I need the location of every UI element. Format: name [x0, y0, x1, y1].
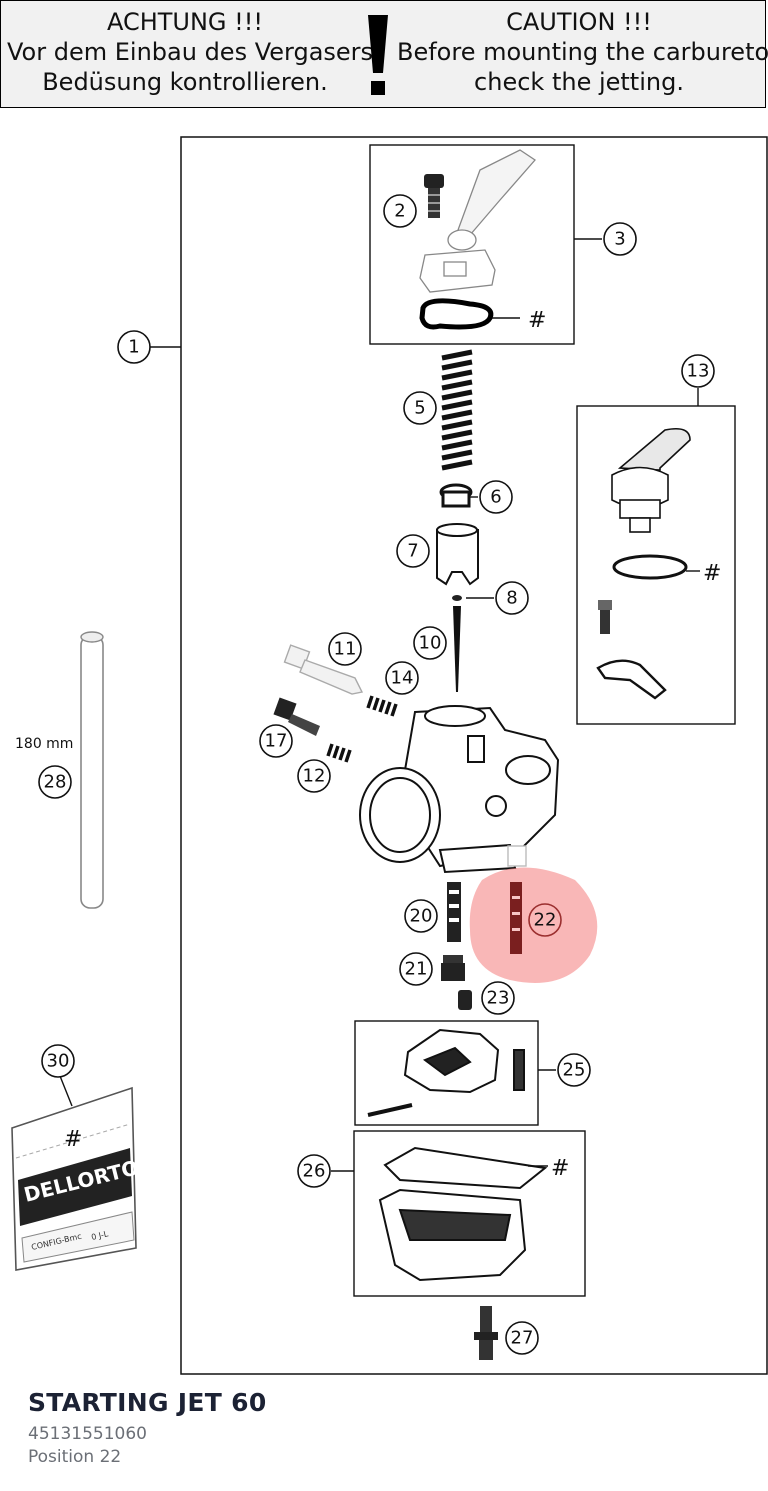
callout-number: 30 — [47, 1051, 70, 1072]
warning-english-line: check the jetting. — [474, 68, 684, 96]
callout-27[interactable]: 27 — [505, 1321, 539, 1355]
callout-number: 28 — [44, 772, 67, 793]
small-screw-drawing — [598, 600, 612, 634]
warning-german-line: ACHTUNG !!! — [106, 8, 264, 36]
choke-part-13 — [611, 427, 691, 533]
callout-6[interactable]: 6 — [479, 480, 513, 514]
warning-german-line: Bedüsung kontrollieren. — [42, 68, 328, 96]
part-name: STARTING JET 60 — [28, 1388, 267, 1417]
callout-number: 13 — [687, 361, 710, 382]
drain-screw-part-27 — [474, 1306, 498, 1360]
callout-22[interactable]: 22 — [528, 903, 562, 937]
box-part-26 — [353, 1130, 586, 1297]
box-part-3 — [369, 144, 575, 345]
callout-5[interactable]: 5 — [403, 391, 437, 425]
bag-code-text: 0 J-L — [90, 1229, 109, 1242]
carburetor-body-drawing — [359, 705, 560, 874]
choke-gasket-drawing — [612, 554, 688, 580]
spring-part-5 — [441, 349, 473, 471]
callout-number: 3 — [614, 229, 625, 250]
callout-23[interactable]: 23 — [481, 981, 515, 1015]
starting-jet-part-22 — [510, 882, 522, 954]
callout-3[interactable]: 3 — [603, 222, 637, 256]
callout-7[interactable]: 7 — [396, 534, 430, 568]
exploded-parts-diagram: 180 mm DELLORTO CONFIG-Bmc 0 J-L # # # #… — [11, 136, 768, 1375]
hash-mark: # — [528, 308, 546, 333]
jet-holder-drawing — [507, 845, 527, 867]
retainer-part-6 — [439, 483, 473, 508]
choke-fitting-drawing — [419, 149, 536, 293]
callout-number: 17 — [265, 731, 288, 752]
warning-english: CAUTION !!! Before mounting the carburet… — [397, 7, 768, 97]
callout-number: 21 — [405, 959, 428, 980]
screw-part-2 — [424, 174, 444, 218]
callout-number: 27 — [511, 1328, 534, 1349]
slide-part-7 — [436, 523, 479, 586]
assembly-frame — [180, 136, 768, 1375]
callout-12[interactable]: 12 — [297, 759, 331, 793]
jet-part-21 — [441, 955, 465, 981]
leader-lines — [150, 238, 699, 599]
callout-number: 20 — [410, 906, 433, 927]
callout-28[interactable]: 28 — [38, 765, 72, 799]
part-info-panel: STARTING JET 60 45131551060 Position 22 — [28, 1388, 267, 1469]
callout-8[interactable]: 8 — [495, 581, 529, 615]
warning-german: ACHTUNG !!! Vor dem Einbau des Vergasers… — [7, 7, 381, 97]
choke-bracket-drawing — [596, 659, 667, 700]
warning-english-line: Before mounting the carburetor, — [397, 38, 768, 66]
hash-mark: # — [551, 1156, 569, 1181]
callout-30[interactable]: 30 — [41, 1044, 75, 1078]
callout-13[interactable]: 13 — [681, 354, 715, 388]
hash-mark: # — [64, 1127, 82, 1152]
callout-17[interactable]: 17 — [259, 724, 293, 758]
callout-number: 25 — [563, 1060, 586, 1081]
jet-part-23 — [458, 990, 472, 1010]
warning-banner: ACHTUNG !!! Vor dem Einbau des Vergasers… — [0, 0, 768, 108]
callout-20[interactable]: 20 — [404, 899, 438, 933]
callout-2[interactable]: 2 — [383, 194, 417, 228]
highlight-part-22 — [469, 867, 598, 983]
box-part-13 — [576, 405, 736, 725]
callout-number: 12 — [303, 766, 326, 787]
float-part-25 — [367, 1028, 525, 1117]
o-ring-drawing — [419, 298, 494, 330]
callout-number: 6 — [490, 487, 501, 508]
callout-number: 1 — [128, 337, 139, 358]
spring-part-12 — [326, 743, 352, 763]
box-part-25 — [354, 1020, 539, 1126]
warning-english-line: CAUTION !!! — [506, 8, 652, 36]
exclamation-icon — [368, 15, 388, 95]
callout-number: 14 — [391, 668, 414, 689]
callout-11[interactable]: 11 — [328, 632, 362, 666]
warning-german-line: Vor dem Einbau des Vergasers, — [7, 38, 381, 66]
float-bowl-part-26 — [378, 1146, 548, 1282]
callout-number: 5 — [414, 398, 425, 419]
needle-part-10 — [453, 606, 461, 692]
callout-number: 8 — [506, 588, 517, 609]
callout-14[interactable]: 14 — [385, 661, 419, 695]
clip-part-8 — [452, 595, 462, 601]
callout-number: 11 — [334, 639, 357, 660]
callout-number: 2 — [394, 201, 405, 222]
callout-26[interactable]: 26 — [297, 1154, 331, 1188]
callout-25[interactable]: 25 — [557, 1053, 591, 1087]
callout-number: 7 — [407, 541, 418, 562]
jet-kit-bag-part-30: DELLORTO CONFIG-Bmc 0 J-L — [11, 1086, 141, 1271]
tube-length-label: 180 mm — [15, 736, 73, 752]
tube-part-20 — [447, 882, 461, 942]
screw-part-17 — [273, 697, 320, 736]
hash-mark: # — [703, 561, 721, 586]
callout-number: 23 — [487, 988, 510, 1009]
part-number: 45131551060 — [28, 1424, 147, 1444]
callout-number: 26 — [303, 1161, 326, 1182]
callout-number: 22 — [534, 910, 557, 931]
callout-10[interactable]: 10 — [413, 626, 447, 660]
spring-part-14 — [366, 695, 398, 717]
callout-21[interactable]: 21 — [399, 952, 433, 986]
idle-screw-part-11 — [283, 644, 364, 695]
callout-1[interactable]: 1 — [117, 330, 151, 364]
fuel-hose-part-28 — [80, 631, 104, 909]
callout-number: 10 — [419, 633, 442, 654]
part-position: Position 22 — [28, 1447, 122, 1467]
